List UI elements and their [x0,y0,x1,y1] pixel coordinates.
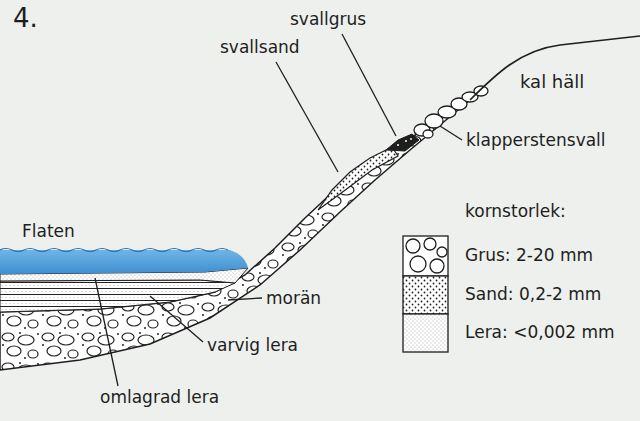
layer-label: svallsand [220,38,300,58]
layer-label: varvig lera [207,336,298,356]
layer-label: morän [266,289,321,309]
figure-number: 4. [13,4,38,34]
layer-label: svallgrus [290,10,366,30]
legend-text: Grus: 2-20 mm [465,246,593,266]
lake-label: Flaten [22,222,75,242]
legend-text: Lera: <0,002 mm [465,323,615,343]
legend-heading: kornstorlek: [465,202,566,222]
layer-label: omlagrad lera [100,388,219,408]
legend-text: Sand: 0,2-2 mm [465,285,601,305]
layer-label: kal häll [520,72,584,93]
layer-label: klapperstensvall [466,131,606,151]
